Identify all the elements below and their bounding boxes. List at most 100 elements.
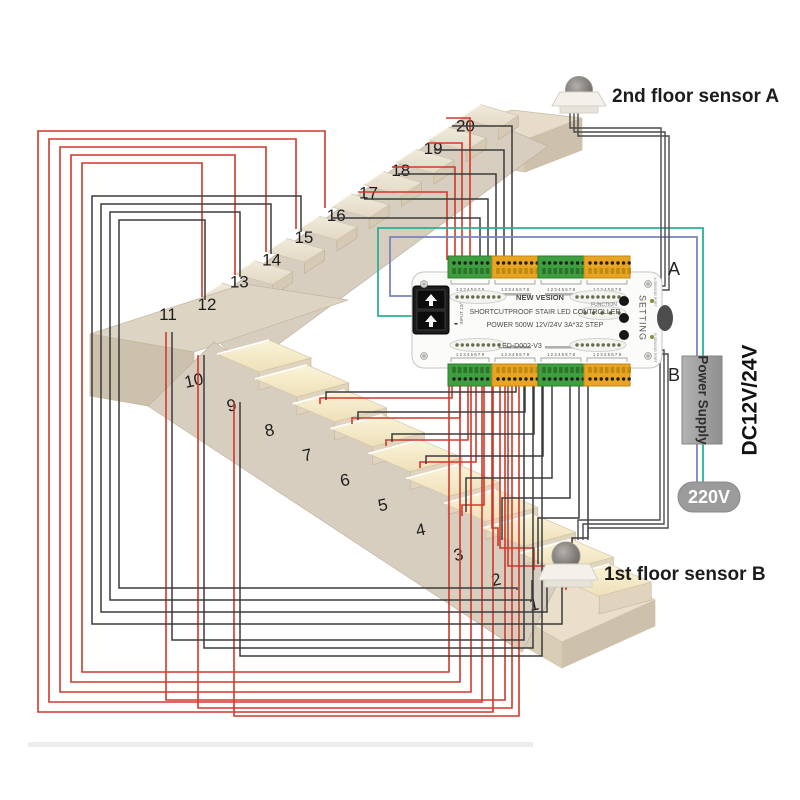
terminal-slot bbox=[621, 367, 626, 373]
terminal-slot bbox=[507, 367, 511, 373]
pill-screw bbox=[612, 295, 616, 299]
terminal-screw bbox=[605, 377, 609, 381]
terminal-screw bbox=[463, 261, 467, 265]
terminal-slot bbox=[621, 268, 626, 274]
pill-screw bbox=[601, 295, 605, 299]
terminal-screw bbox=[599, 377, 603, 381]
pill-screw bbox=[492, 295, 496, 299]
terminal-slot bbox=[547, 367, 552, 373]
terminal-screw bbox=[457, 261, 462, 265]
terminal-block-top bbox=[491, 255, 539, 279]
terminal-screw bbox=[507, 377, 511, 381]
wire-negative bbox=[434, 149, 505, 260]
sensor-a-base bbox=[551, 91, 607, 107]
terminal-screw bbox=[610, 377, 615, 381]
pill-screw bbox=[486, 295, 491, 299]
pill-screw bbox=[585, 343, 590, 347]
step-number: 4 bbox=[414, 520, 427, 541]
wire-negative bbox=[91, 195, 563, 625]
pill-screw bbox=[492, 343, 496, 347]
terminal-slot bbox=[564, 268, 569, 274]
pill-screw bbox=[455, 343, 459, 347]
led-output-pills bbox=[449, 290, 627, 352]
pill-screw bbox=[575, 343, 579, 347]
pill-screw bbox=[617, 343, 621, 347]
terminal-slot bbox=[501, 268, 506, 274]
pill-screw bbox=[591, 343, 595, 347]
arrow-up-icon bbox=[425, 315, 437, 327]
screw-cross bbox=[646, 282, 650, 286]
sensor-a-cable bbox=[577, 108, 670, 291]
wire-negative bbox=[331, 217, 481, 260]
pill-screw bbox=[580, 343, 584, 347]
step-number: 13 bbox=[230, 273, 249, 292]
terminal-slot bbox=[588, 367, 592, 373]
pill-screw bbox=[455, 295, 459, 299]
terminal-screw bbox=[524, 377, 528, 381]
terminal-screw bbox=[485, 377, 490, 381]
terminal-bracket bbox=[586, 280, 628, 285]
step-number: 14 bbox=[262, 250, 281, 269]
ac-mains-badge: 220V bbox=[677, 481, 741, 513]
screw-cross bbox=[422, 282, 426, 286]
pill-screw bbox=[608, 311, 613, 315]
port-label-strip bbox=[545, 293, 577, 296]
tread-highlight bbox=[367, 438, 421, 455]
terminal-slot bbox=[575, 367, 580, 373]
terminal-screw bbox=[553, 377, 557, 381]
pill-screw bbox=[486, 343, 491, 347]
port-label-strip bbox=[545, 346, 577, 349]
tread-highlight bbox=[519, 538, 572, 554]
input-voltage-label: INPUT 12/24V bbox=[459, 296, 464, 325]
sensor-a-foot bbox=[559, 105, 599, 114]
terminal-screw bbox=[469, 377, 473, 381]
terminal-screw bbox=[513, 261, 517, 265]
wire-dc-plus bbox=[389, 236, 698, 356]
wire-negative bbox=[391, 384, 535, 442]
terminal-slot bbox=[593, 268, 598, 274]
indicator-dot bbox=[650, 335, 654, 339]
tread-highlight bbox=[330, 193, 352, 208]
pill-screw bbox=[497, 343, 501, 347]
terminal-slot bbox=[469, 268, 473, 274]
pill-screw bbox=[606, 343, 611, 347]
pill-screw bbox=[617, 295, 621, 299]
terminal-screw bbox=[474, 377, 479, 381]
terminal-slot bbox=[457, 268, 462, 274]
pill-screw bbox=[583, 311, 587, 315]
wire-negative bbox=[501, 384, 571, 540]
terminal-screw bbox=[627, 261, 631, 265]
sensor-b-label: 1st floor sensor B bbox=[604, 564, 766, 585]
wire-positive bbox=[461, 384, 485, 516]
terminal-slot bbox=[452, 367, 456, 373]
terminal-screw bbox=[547, 377, 552, 381]
terminal-screw bbox=[593, 377, 598, 381]
wire-dc-minus bbox=[377, 227, 704, 356]
pill-screw bbox=[476, 343, 480, 347]
terminal-slot bbox=[605, 268, 609, 274]
terminal-slot bbox=[496, 367, 500, 373]
terminal-bracket bbox=[586, 357, 628, 362]
tread-highlight bbox=[395, 148, 417, 163]
ac-badge-pill bbox=[677, 481, 741, 513]
terminal-slot bbox=[535, 268, 539, 274]
wiring bbox=[37, 108, 704, 717]
terminal-screw bbox=[452, 377, 456, 381]
terminal-slot bbox=[553, 367, 557, 373]
first-floor-side bbox=[561, 599, 656, 669]
setting-button bbox=[619, 330, 629, 340]
port-a-label: A bbox=[668, 259, 680, 279]
screw-cross bbox=[422, 354, 426, 358]
terminal-slot bbox=[559, 367, 563, 373]
terminal-screw bbox=[593, 261, 598, 265]
pill-screw bbox=[460, 295, 464, 299]
terminal-slot bbox=[627, 367, 631, 373]
step-number: 12 bbox=[198, 295, 217, 314]
terminal-numbers: 1 2 3 4 5 6 7 8 bbox=[456, 287, 485, 292]
pill-screw bbox=[606, 295, 611, 299]
terminal-screw bbox=[485, 261, 490, 265]
terminal-slot bbox=[524, 367, 528, 373]
ac-voltage-label: 220V bbox=[688, 487, 730, 507]
sensor-port-a-label: A SENSOR PORT bbox=[653, 277, 657, 307]
